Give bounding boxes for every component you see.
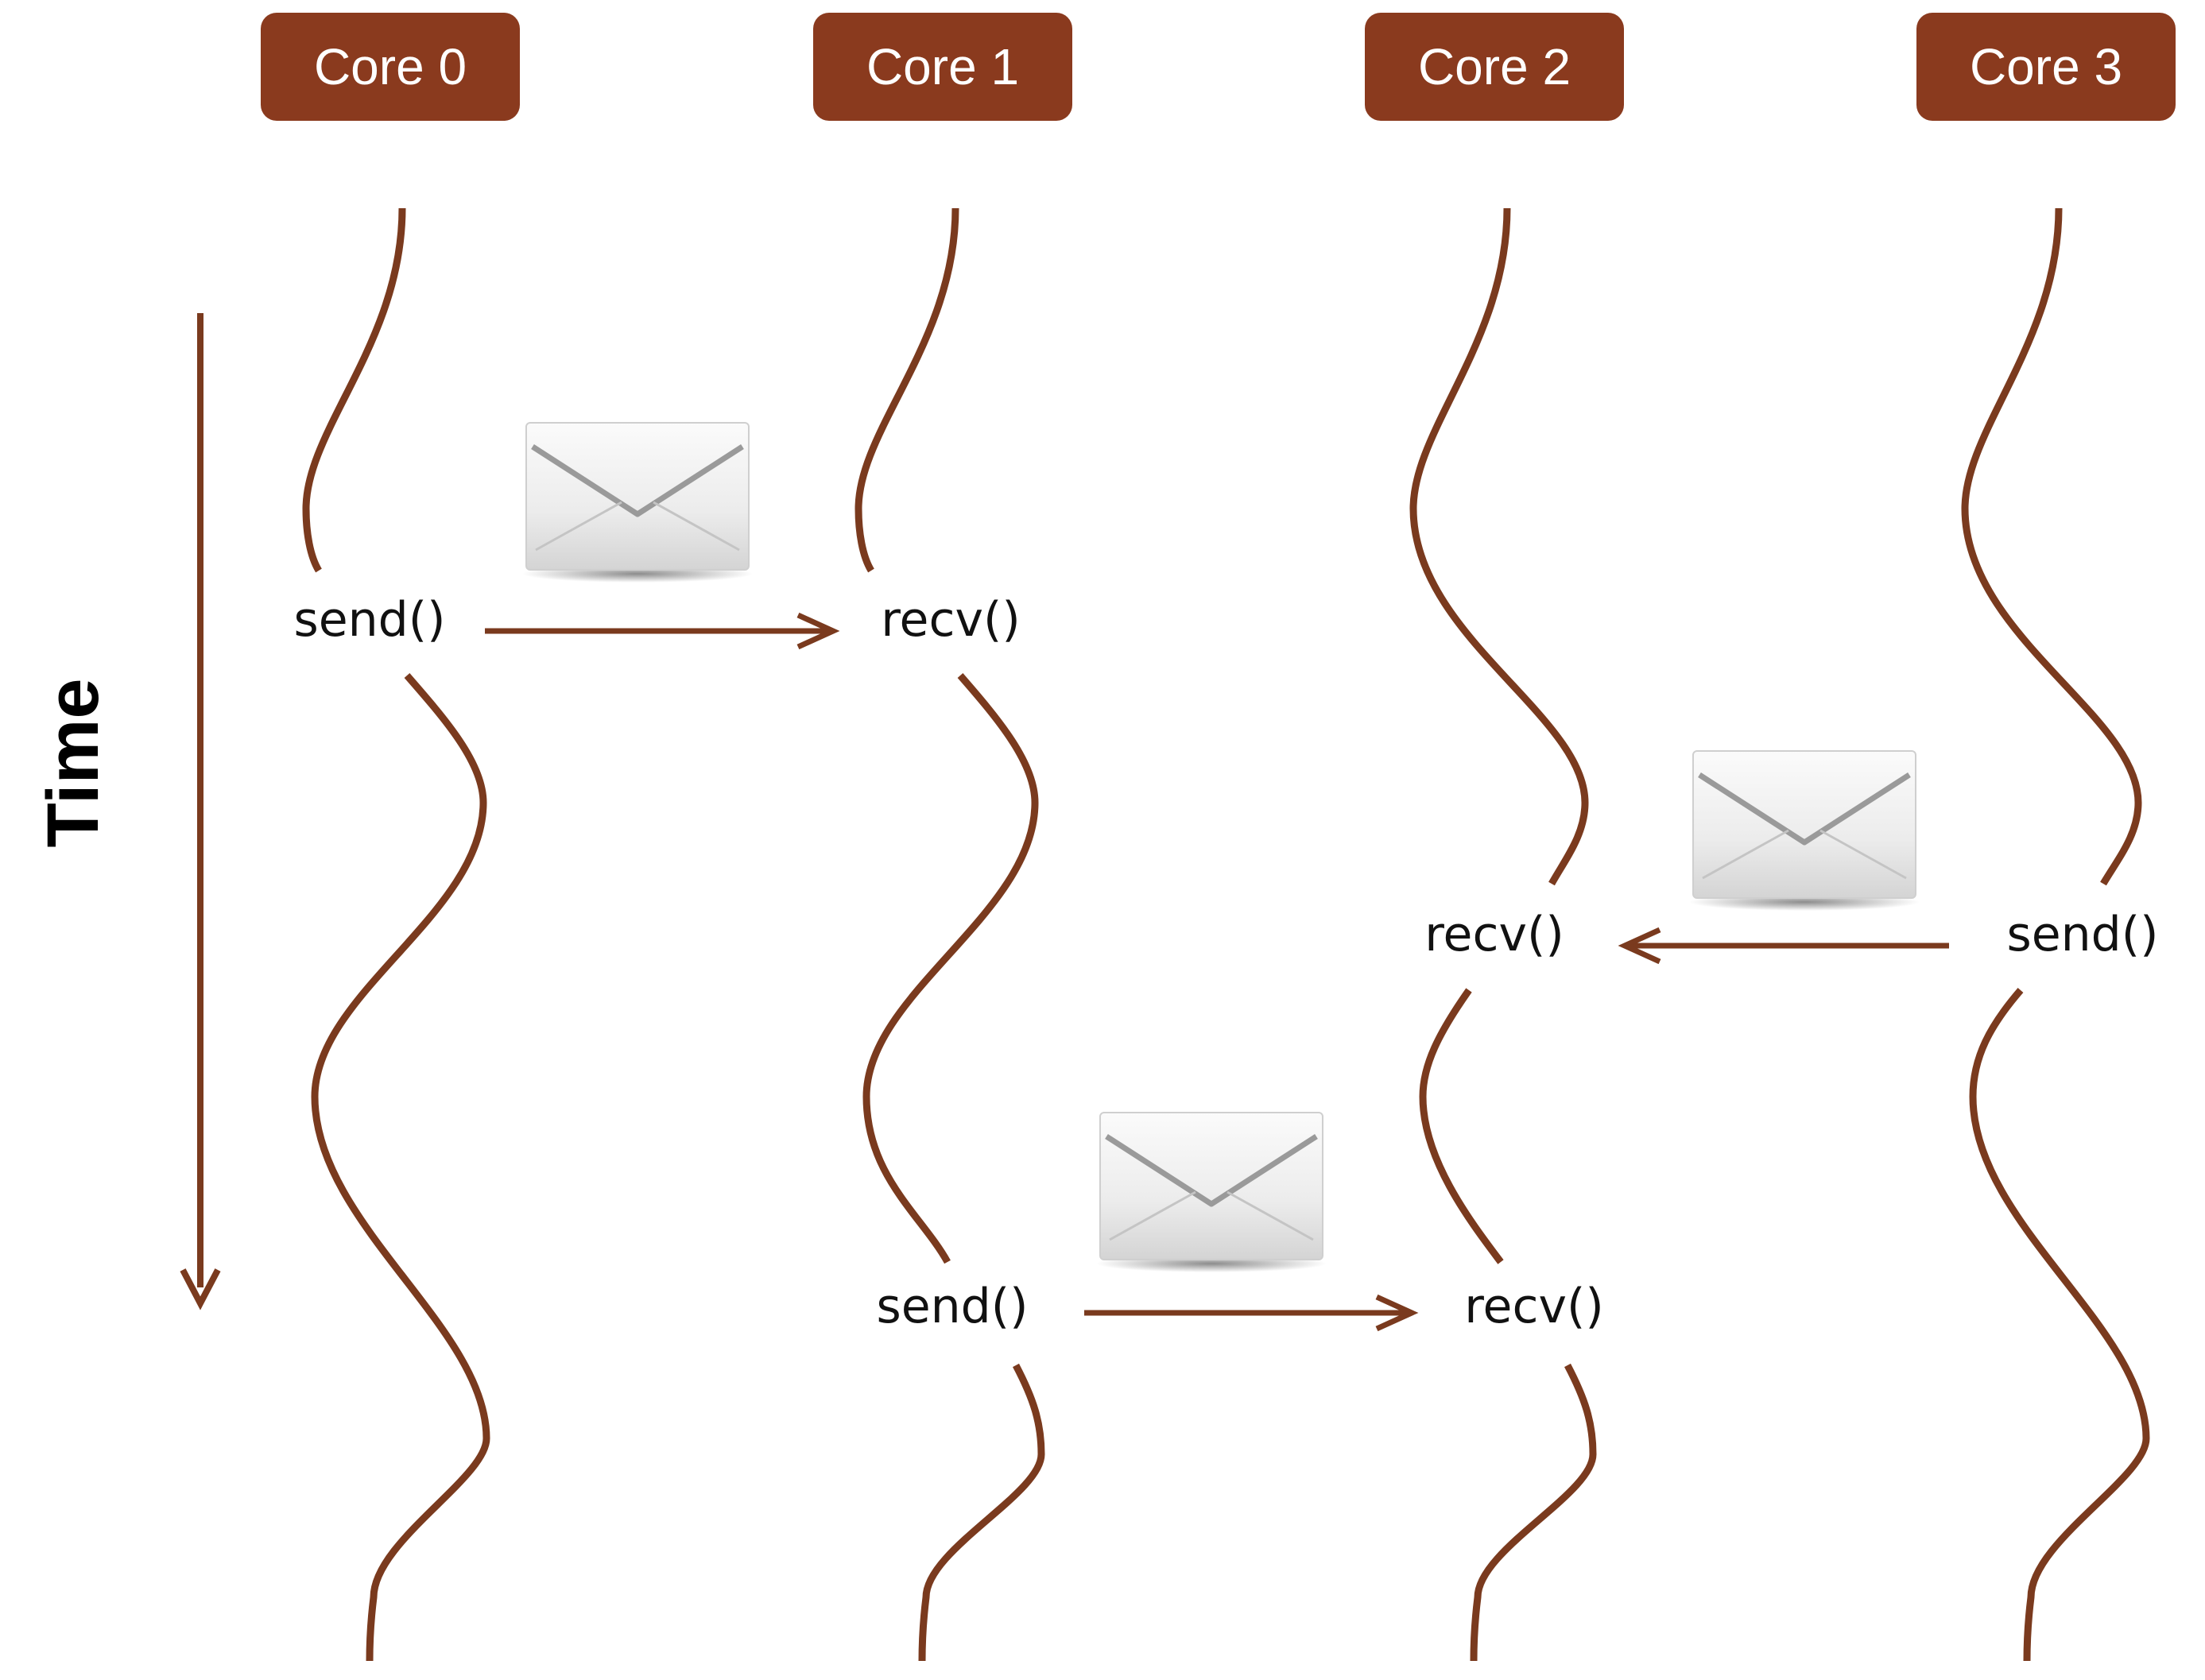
core-3-send-label: send() (2006, 907, 2158, 962)
core-label: Core 1 (866, 38, 1019, 95)
core-header-0: Core 0 (261, 13, 520, 121)
core-0-send-label: send() (293, 592, 445, 648)
core-1-recv-label: recv() (881, 592, 1021, 648)
core-2-timeline (1409, 207, 1597, 1662)
envelope-icon (1689, 751, 1920, 911)
timeline-segment (862, 673, 1039, 1264)
timeline-segment (1470, 1363, 1597, 1662)
timeline-segment (918, 1363, 1045, 1662)
core-1-send-label: send() (876, 1279, 1028, 1334)
envelope-icon (522, 423, 753, 583)
core-label: Core 0 (314, 38, 467, 95)
core-label: Core 2 (1418, 38, 1571, 95)
timeline-segment (854, 207, 959, 573)
message-arrow-core1-to-core2 (1084, 1294, 1419, 1332)
core-header-1: Core 1 (813, 13, 1072, 121)
timeline-segment (1969, 988, 2150, 1662)
core-header-2: Core 2 (1365, 13, 1624, 121)
message-arrow-core0-to-core1 (485, 612, 840, 650)
timeline-segment (1961, 207, 2142, 886)
core-label: Core 3 (1970, 38, 2122, 95)
core-box (1365, 13, 1624, 121)
core-box (813, 13, 1072, 121)
core-box (261, 13, 520, 121)
message-arrow-core3-to-core2 (1618, 927, 1949, 965)
core-2-recv-label: recv() (1424, 907, 1564, 962)
time-axis-arrowhead (180, 1268, 221, 1310)
core-header-3: Core 3 (1916, 13, 2176, 121)
core-0-timeline (302, 207, 490, 1662)
envelope-icon (1096, 1113, 1327, 1272)
core-2-recv-label-lower: recv() (1464, 1279, 1604, 1334)
time-axis-label: Time (33, 678, 114, 847)
core-box (1916, 13, 2176, 121)
time-axis: Time (33, 313, 221, 1310)
timeline-segment (1419, 988, 1504, 1264)
core-1-timeline (854, 207, 1045, 1662)
timeline-segment (302, 207, 406, 573)
core-3-timeline (1961, 207, 2150, 1662)
timeline-segment (311, 673, 490, 1662)
timeline-segment (1409, 207, 1589, 886)
